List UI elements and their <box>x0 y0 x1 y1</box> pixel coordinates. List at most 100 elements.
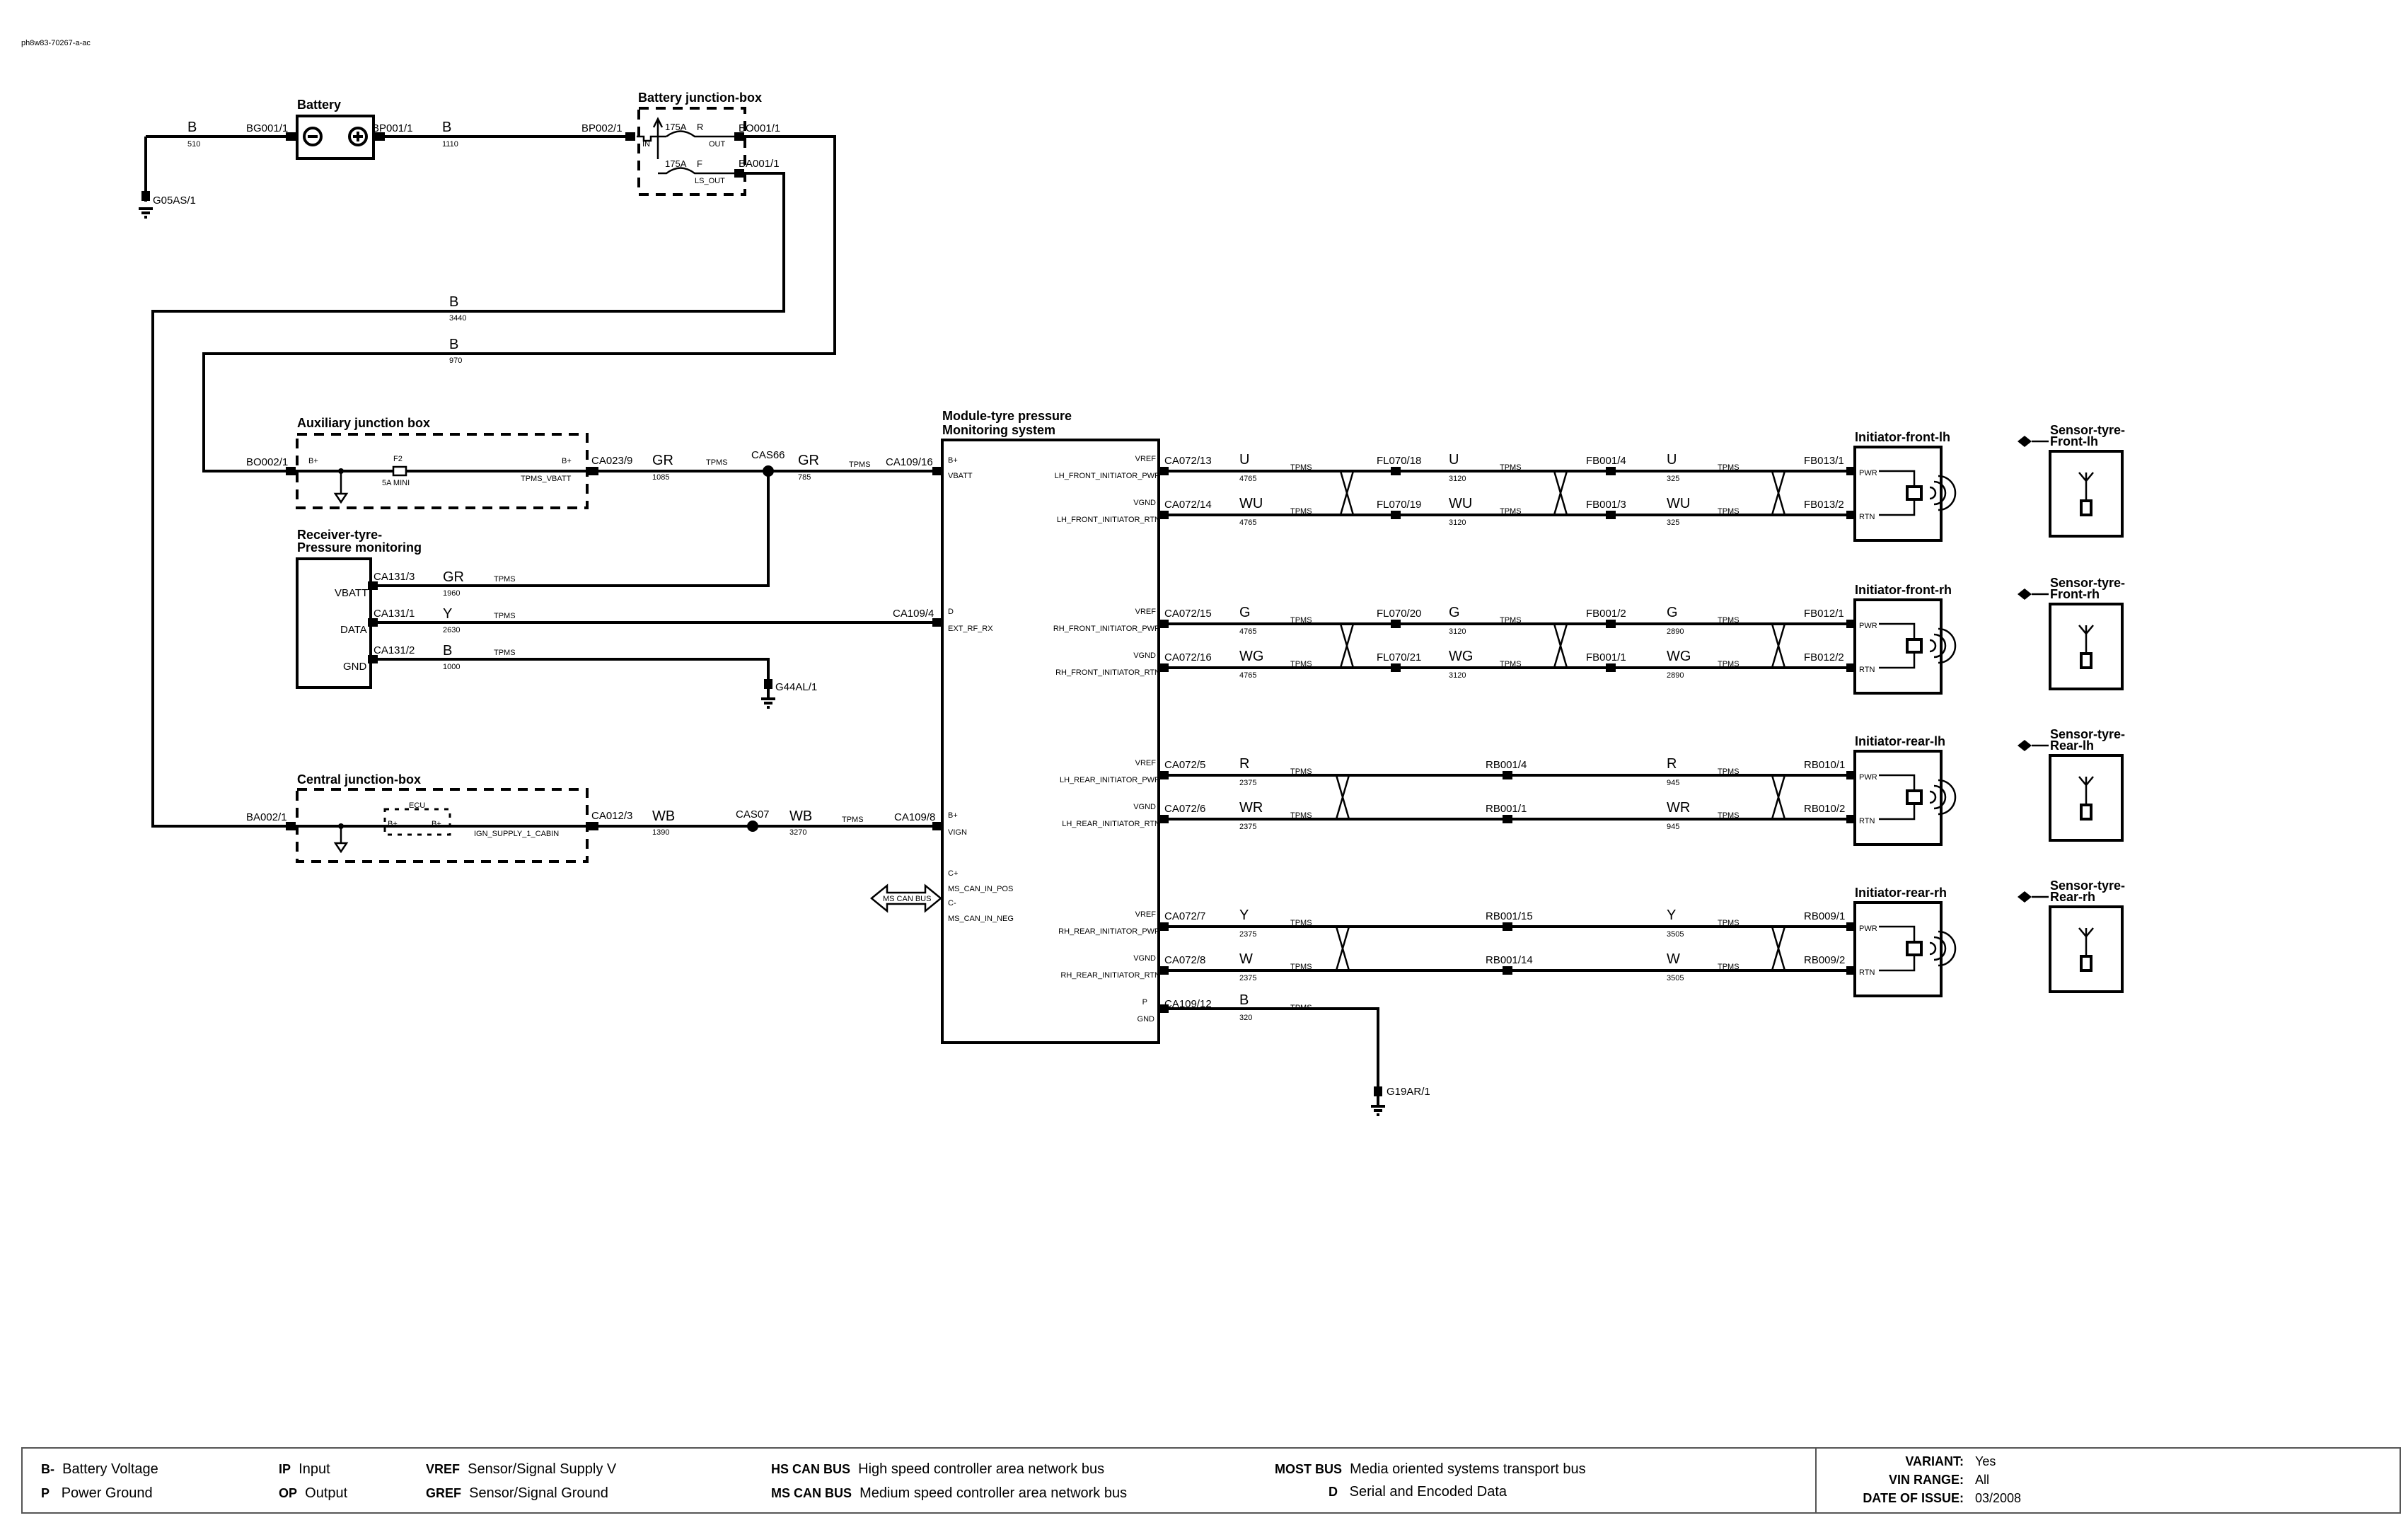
signal-wave-icon <box>1933 480 1947 506</box>
wire-color: U <box>1239 452 1249 468</box>
connector-label: CA072/14 <box>1164 499 1212 511</box>
variant-label: VARIANT: <box>1905 1454 1964 1468</box>
connector-label: CA072/16 <box>1164 651 1212 663</box>
vin-range-value: All <box>1975 1473 1990 1487</box>
wire-color: B <box>187 120 197 135</box>
circuit-label: TPMS <box>1500 507 1522 516</box>
initiator-box <box>1853 750 1943 846</box>
splice-label: CAS07 <box>736 808 770 821</box>
wire-size: 325 <box>1667 475 1679 483</box>
wire-color: U <box>1449 452 1459 468</box>
connector-label: RB001/15 <box>1486 910 1533 922</box>
wire-color: WU <box>1239 496 1263 511</box>
connector-mark <box>1159 620 1169 628</box>
circuit-label: TPMS <box>706 458 728 467</box>
wire-size: 3440 <box>449 314 466 323</box>
battery-title: Battery <box>297 98 341 112</box>
wire <box>1810 925 1849 972</box>
twisted-pair-mark <box>1335 775 1350 820</box>
connector-label: CA109/4 <box>893 608 934 620</box>
circuit-label: TPMS <box>842 816 864 824</box>
wire-color: W <box>1239 951 1253 967</box>
wire-size: 3270 <box>789 828 806 837</box>
connector-mark <box>1503 815 1512 823</box>
initiator-coil <box>1906 485 1923 501</box>
sensor-marker-icon <box>2018 588 2032 600</box>
circuit-label: TPMS <box>1290 1004 1312 1012</box>
module-title: Monitoring system <box>942 423 1055 437</box>
circuit-label: TPMS <box>494 612 516 620</box>
wire-color: G <box>1239 605 1251 620</box>
wire-size: 2375 <box>1239 974 1256 982</box>
connector-label: BP002/1 <box>581 122 623 134</box>
pin-label: OUT <box>709 140 726 149</box>
circuit-label: TPMS <box>1290 463 1312 472</box>
connector-label: CA012/3 <box>591 810 632 822</box>
wire-size: 4765 <box>1239 671 1256 680</box>
wire-size: 945 <box>1667 823 1679 831</box>
twisted-pair-mark <box>1335 926 1350 971</box>
wire-size: 945 <box>1667 779 1679 787</box>
sensor-marker-icon <box>2018 740 2032 751</box>
circuit-label: TPMS <box>1718 463 1740 472</box>
circuit-label: TPMS <box>494 575 516 584</box>
wire-size: 2630 <box>443 626 460 634</box>
fuse-rating: 175A <box>665 158 687 169</box>
wire-size: 320 <box>1239 1014 1252 1022</box>
connector-label: FB013/2 <box>1804 499 1844 511</box>
signal-wave-icon <box>1933 633 1947 659</box>
wire-color: Y <box>1239 908 1249 923</box>
wire-size: 1085 <box>652 473 669 482</box>
pin-label: VBATT <box>948 472 973 480</box>
legend-entry: MS CAN BUS Medium speed controller area … <box>771 1485 1128 1501</box>
twisted-pair-mark <box>1771 775 1786 820</box>
circuit-label: TPMS <box>1718 767 1740 776</box>
wire-color: GR <box>652 453 673 468</box>
twisted-pair-mark <box>1553 623 1568 668</box>
connector-mark <box>1159 815 1169 823</box>
connector-mark <box>1503 966 1512 975</box>
wire-size: 785 <box>798 473 811 482</box>
circuit-label: TPMS <box>1718 919 1740 927</box>
circuit-label: TPMS <box>1290 660 1312 668</box>
connector-mark <box>1391 467 1401 475</box>
wire-color: W <box>1667 951 1680 967</box>
vin-range-label: VIN RANGE: <box>1888 1473 1964 1487</box>
wire-size: 3505 <box>1667 930 1684 939</box>
connector-mark <box>1159 467 1169 475</box>
pin-label: EXT_RF_RX <box>948 625 993 633</box>
sensor-title: Front-lh <box>2050 434 2098 448</box>
connector-mark <box>1503 771 1512 779</box>
ms-can-bus-label: MS CAN BUS <box>883 895 931 903</box>
wire-color: B <box>443 643 452 659</box>
pin-label: C+ <box>948 869 958 878</box>
wire-size: 3120 <box>1449 475 1466 483</box>
twisted-pair-mark <box>1339 470 1355 516</box>
wire-size: 1000 <box>443 663 460 671</box>
pin-label: VREF <box>1135 759 1157 767</box>
pin-label: VGND <box>1133 803 1156 811</box>
connector-label: FB012/2 <box>1804 651 1844 663</box>
wire-color: WG <box>1239 649 1263 664</box>
twisted-pair-mark <box>1771 623 1786 668</box>
wire-color: R <box>1667 756 1677 772</box>
receiver-tyre-pressure-monitoring <box>296 557 372 689</box>
legend-entry: B- Battery Voltage <box>41 1461 158 1477</box>
pin-label: B+ <box>308 457 318 465</box>
sensor-marker-icon <box>2018 436 2032 447</box>
pin-label: RTN <box>1859 968 1875 977</box>
wire-size: 3120 <box>1449 518 1466 527</box>
connector-label: CA072/8 <box>1164 954 1205 966</box>
wire-size: 3505 <box>1667 974 1684 982</box>
connector-label: BO002/1 <box>246 456 288 468</box>
connector-label: RB001/14 <box>1486 954 1533 966</box>
pin-label: LH_FRONT_INITIATOR_RTN <box>1057 516 1160 524</box>
connector-mark <box>1159 663 1169 672</box>
receiver-section: Receiver-tyre- Pressure monitoring VBATT… <box>296 471 942 709</box>
pin-label: DATA <box>340 624 367 636</box>
circuit-label: TPMS <box>1290 616 1312 625</box>
connector-label: BO001/1 <box>739 122 780 134</box>
wire-color: Y <box>1667 908 1676 923</box>
sensor-title: Rear-rh <box>2050 890 2095 904</box>
connector-mark <box>1391 511 1401 519</box>
